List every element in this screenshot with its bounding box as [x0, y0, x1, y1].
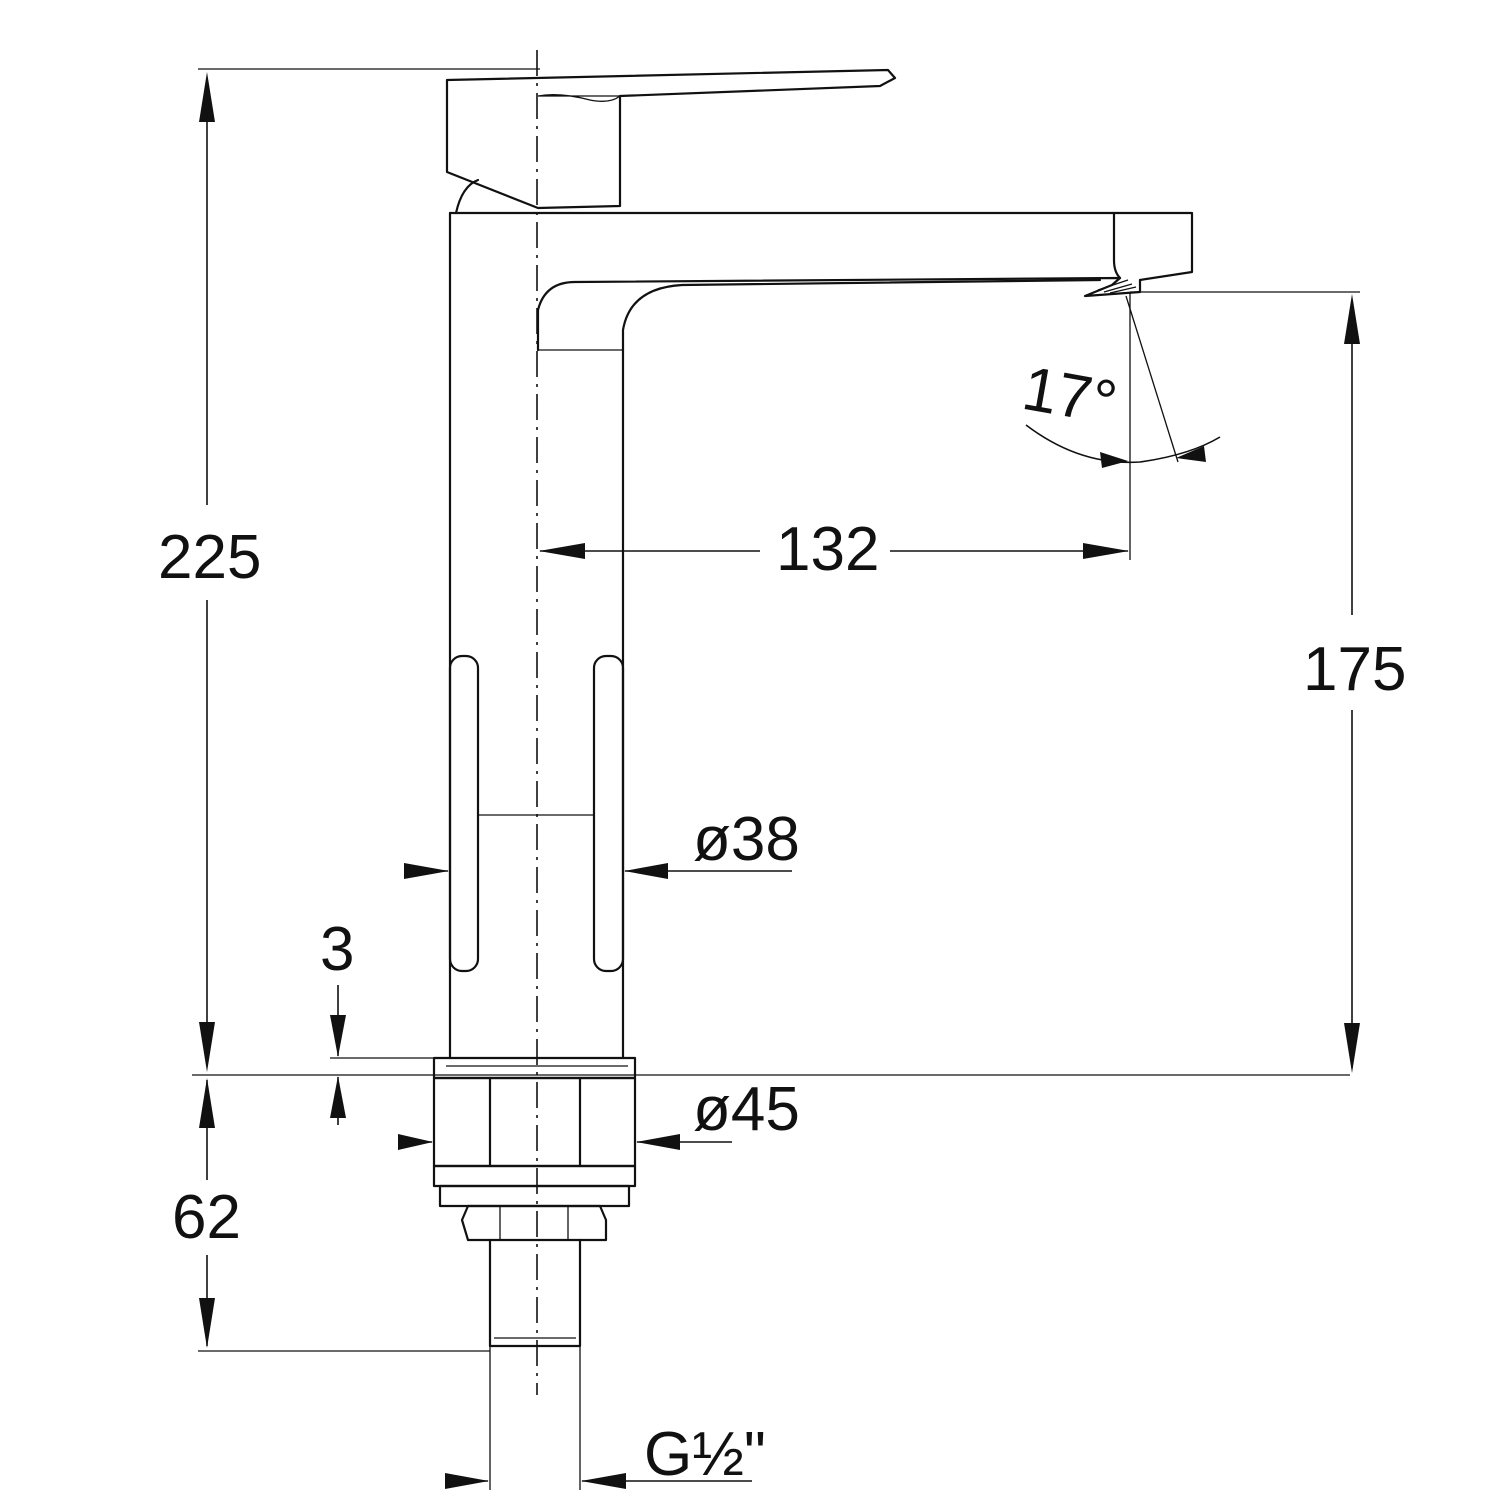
lever-handle	[445, 68, 897, 210]
mounting-stud-lines	[488, 1076, 582, 1168]
dim-17-arrow-left	[1100, 452, 1128, 468]
label-body-diameter: ø38	[693, 805, 800, 874]
dim-thread-arrow-left	[445, 1473, 489, 1489]
dim-225-arrow-bottom	[199, 1022, 215, 1072]
dim-132-arrow-left	[539, 543, 585, 559]
label-base-thickness: 3	[320, 915, 354, 984]
threaded-shank	[488, 1238, 582, 1348]
lever-handle-inner	[537, 94, 621, 102]
body-slot-right	[592, 654, 625, 973]
label-spout-reach: 132	[776, 515, 879, 584]
label-thread-size: G½"	[644, 1420, 766, 1489]
mounting-body	[432, 1076, 637, 1168]
dim-17-arrow-right	[1176, 446, 1206, 462]
dim-225-arrow-top	[199, 72, 215, 122]
dim-17-arc	[1025, 424, 1221, 464]
dim-62-arrow-top	[199, 1078, 215, 1128]
label-spout-angle: 17°	[1018, 354, 1122, 438]
dim-38-arrow-right	[624, 863, 668, 879]
dim-132-arrow-right	[1083, 543, 1129, 559]
dim-3-arrow-top	[330, 1015, 346, 1057]
handle-collar	[454, 178, 480, 215]
washer	[432, 1164, 637, 1188]
spout-inner-curve	[621, 278, 1102, 352]
dimension-lines	[192, 68, 1360, 1490]
label-total-height: 225	[158, 523, 261, 592]
dim-45-arrow-left	[398, 1134, 433, 1150]
dim-thread-arrow-right	[581, 1473, 626, 1489]
label-base-diameter: ø45	[693, 1075, 800, 1144]
aerator	[1097, 279, 1137, 294]
hex-nut	[460, 1204, 608, 1242]
dim-3-arrow-bottom	[330, 1076, 346, 1118]
washer-lower	[438, 1184, 631, 1208]
hex-nut-faces	[499, 1206, 569, 1240]
dim-175-arrow-bottom	[1344, 1023, 1360, 1073]
label-spout-height: 175	[1303, 635, 1406, 704]
dim-62-arrow-bottom	[199, 1298, 215, 1348]
body-slot-left	[448, 654, 480, 973]
label-shank-length: 62	[172, 1183, 241, 1252]
dim-175-arrow-top	[1344, 294, 1360, 344]
spout	[448, 211, 1194, 282]
dim-45-arrow-right	[636, 1134, 680, 1150]
dim-38-arrow-left	[404, 863, 449, 879]
spout-tip	[1112, 211, 1122, 280]
faucet-outline	[432, 68, 1194, 1348]
